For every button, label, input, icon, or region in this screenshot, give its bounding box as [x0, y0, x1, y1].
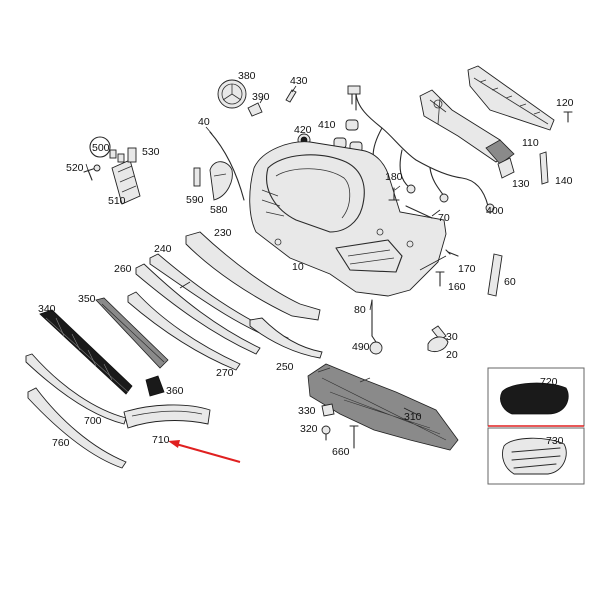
part-490-plug — [369, 335, 383, 355]
label-160: 160 — [448, 281, 466, 293]
label-730: 730 — [546, 435, 564, 447]
part-140-strip — [539, 151, 549, 185]
label-530: 530 — [142, 146, 160, 158]
part-330-bracket — [321, 403, 335, 417]
label-760: 760 — [52, 437, 70, 449]
part-110-bracket — [419, 89, 515, 165]
part-lic-bolts — [109, 149, 125, 163]
part-310-undertray — [307, 363, 459, 451]
part-380-emblem — [217, 79, 247, 109]
label-330: 330 — [298, 405, 316, 417]
label-260: 260 — [114, 263, 132, 275]
part-350-grille-frame — [95, 297, 169, 369]
label-710: 710 — [152, 434, 170, 446]
label-660: 660 — [332, 446, 350, 458]
part-270-trim — [127, 291, 241, 371]
inset-720 — [487, 367, 585, 427]
label-700: 700 — [84, 415, 102, 427]
part-230-spoiler — [185, 231, 321, 321]
label-340: 340 — [38, 303, 56, 315]
label-510: 510 — [108, 195, 126, 207]
label-30: 30 — [446, 331, 458, 343]
label-350: 350 — [78, 293, 96, 305]
label-270: 270 — [216, 367, 234, 379]
label-580: 580 — [210, 204, 228, 216]
part-390-bracket — [247, 97, 264, 117]
part-110-carrier — [467, 65, 555, 131]
part-660-bolt — [349, 425, 359, 449]
label-170: 170 — [458, 263, 476, 275]
label-490: 490 — [352, 341, 370, 353]
part-10-bumper-cover — [249, 141, 447, 297]
part-510-plate-bracket — [111, 159, 141, 205]
part-170-bolt — [445, 249, 459, 257]
part-530-clip — [127, 147, 137, 163]
part-360-insert — [145, 375, 165, 397]
harness-connector — [406, 184, 416, 194]
part-70-strip — [405, 205, 433, 219]
part-760-strip — [27, 387, 127, 469]
label-70: 70 — [438, 212, 450, 224]
label-390: 390 — [252, 91, 270, 103]
part-180-bolt — [388, 187, 400, 201]
label-10: 10 — [292, 261, 304, 273]
harness-connector — [485, 203, 495, 213]
part-120-bolt — [563, 111, 573, 123]
part-410-sensors — [333, 119, 363, 153]
label-140: 140 — [555, 175, 573, 187]
label-40: 40 — [198, 116, 210, 128]
label-120: 120 — [556, 97, 574, 109]
label-360: 360 — [166, 385, 184, 397]
label-590: 590 — [186, 194, 204, 206]
arrow-pointer-icon — [168, 440, 241, 463]
part-320-screw — [321, 425, 331, 441]
part-340-grille — [39, 309, 133, 395]
part-20-cover — [427, 336, 449, 353]
label-500: 500 — [92, 142, 110, 154]
label-310: 310 — [404, 411, 422, 423]
inset-730 — [487, 425, 585, 485]
part-520-screw — [83, 164, 101, 181]
harness-connector — [439, 193, 449, 203]
wiring-harness — [351, 91, 489, 207]
label-430: 430 — [290, 75, 308, 87]
label-420: 420 — [294, 124, 312, 136]
label-240: 240 — [154, 243, 172, 255]
part-40-cable — [209, 131, 245, 201]
label-410: 410 — [318, 119, 336, 131]
label-250: 250 — [276, 361, 294, 373]
label-320: 320 — [300, 423, 318, 435]
part-430-clip — [285, 85, 297, 103]
label-230: 230 — [214, 227, 232, 239]
part-710-lip — [123, 404, 211, 429]
part-580-bracket — [209, 161, 233, 201]
part-130-bracket — [497, 157, 515, 179]
label-80: 80 — [354, 304, 366, 316]
label-130: 130 — [512, 178, 530, 190]
label-520: 520 — [66, 162, 84, 174]
label-110: 110 — [522, 137, 539, 149]
leader-lines — [85, 126, 447, 417]
part-500-circle — [89, 136, 111, 158]
part-260-trim — [135, 263, 261, 355]
label-60: 60 — [504, 276, 516, 288]
part-160-bolt — [435, 271, 445, 287]
part-60-strut — [487, 253, 503, 297]
label-180: 180 — [385, 171, 403, 183]
label-380: 380 — [238, 70, 256, 82]
label-20: 20 — [446, 349, 458, 361]
harness-plug — [347, 85, 361, 95]
label-720: 720 — [540, 376, 558, 388]
part-590-stud — [193, 167, 201, 187]
label-400: 400 — [486, 205, 504, 217]
part-250-trim — [249, 317, 323, 359]
part-700-strip — [25, 353, 127, 425]
